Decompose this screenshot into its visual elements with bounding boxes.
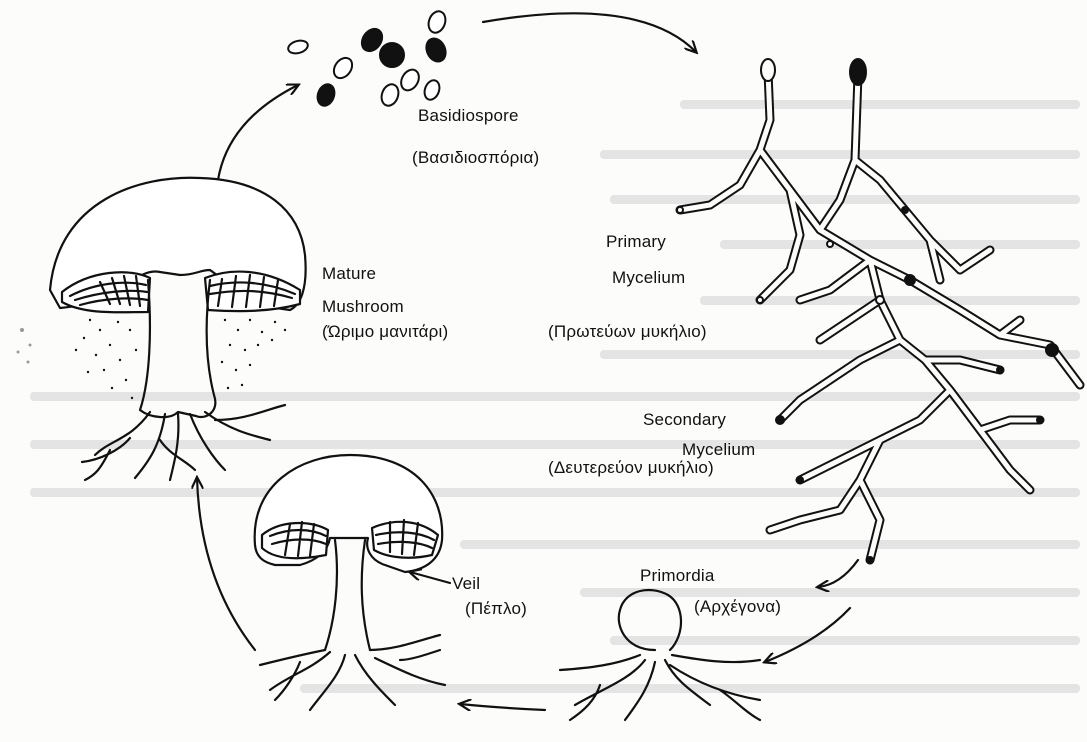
arrow-primordia-to-young (460, 704, 545, 710)
label-basidiospore-greek: (Βασιδιοσπόρια) (412, 148, 539, 168)
label-mature: Mature (322, 264, 376, 284)
label-secondary-greek: (Δευτερεύον μυκήλιο) (548, 458, 714, 478)
arrow-young-to-mature (197, 478, 255, 650)
arrow-spores-to-mycelium (483, 13, 696, 52)
mature-mushroom (50, 178, 306, 480)
label-mushroom: Mushroom (322, 297, 404, 317)
label-mushroom-greek: (Ώριμο μανιτάρι) (322, 322, 448, 342)
label-veil-greek: (Πέπλο) (465, 599, 527, 619)
scan-smudge (17, 328, 32, 364)
label-primary: Primary (606, 232, 666, 252)
veil-pointer (410, 572, 450, 583)
label-secondary-mycelium: Mycelium (682, 440, 755, 460)
label-secondary: Secondary (643, 410, 726, 430)
mycelium-network (680, 72, 1080, 560)
label-primordia-greek: (Αρχέγονα) (694, 597, 781, 617)
label-primary-mycelium: Mycelium (612, 268, 685, 288)
label-veil: Veil (452, 574, 480, 594)
label-basidiospore: Basidiospore (418, 106, 519, 126)
basidiospores (287, 9, 449, 108)
arrow-mushroom-to-spores (218, 85, 298, 180)
young-mushroom (255, 455, 445, 710)
label-primordia: Primordia (640, 566, 715, 586)
label-primary-greek: (Πρωτεύων μυκήλιο) (548, 322, 707, 342)
arrow-mycelium-to-primordia (818, 560, 858, 587)
